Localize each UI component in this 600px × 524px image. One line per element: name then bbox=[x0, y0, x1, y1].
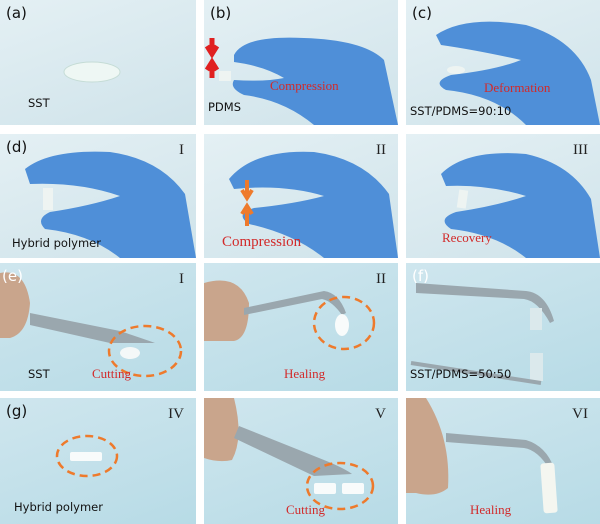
step-numeral: II bbox=[376, 142, 386, 158]
panel-label: (b) bbox=[210, 4, 232, 22]
scalpel-cutting-image bbox=[0, 272, 183, 378]
sst-droplet-image bbox=[63, 61, 121, 83]
panel-label: (g) bbox=[6, 402, 28, 420]
action-label: Compression bbox=[270, 78, 339, 93]
action-label: Cutting bbox=[92, 366, 132, 381]
arrow-down-icon bbox=[240, 180, 254, 202]
action-label: Deformation bbox=[484, 80, 551, 95]
panel-label: (c) bbox=[412, 4, 432, 22]
panel-label: (e) bbox=[2, 267, 23, 285]
panel-b: (b) Compression PDMS bbox=[204, 0, 398, 125]
scalpel-cutting-image bbox=[204, 398, 375, 511]
glove-image bbox=[441, 153, 600, 258]
caption: Hybrid polymer bbox=[14, 500, 103, 514]
step-numeral: I bbox=[179, 142, 184, 158]
panel-g-V: V Cutting bbox=[204, 398, 398, 524]
caption: SST bbox=[28, 96, 50, 110]
panel-g-VI: VI Healing bbox=[406, 398, 600, 524]
caption: Hybrid polymer bbox=[12, 236, 101, 250]
tweezers-healing-image bbox=[204, 280, 376, 351]
panel-d-I: (d) I Hybrid polymer bbox=[0, 134, 196, 258]
highlight-circle bbox=[305, 461, 375, 511]
action-label: Recovery bbox=[442, 230, 492, 245]
hybrid-polymer-sample-image bbox=[55, 434, 119, 478]
arrow-down-icon bbox=[204, 38, 220, 59]
highlight-circle bbox=[55, 434, 119, 478]
glove-image bbox=[436, 21, 600, 125]
action-label: Healing bbox=[284, 366, 326, 381]
glove-image bbox=[204, 37, 398, 125]
arrow-up-icon bbox=[240, 202, 254, 226]
panel-label: (d) bbox=[6, 138, 28, 156]
step-numeral: VI bbox=[572, 406, 588, 422]
panel-d-III: III Recovery bbox=[406, 134, 600, 258]
highlight-circle bbox=[107, 324, 183, 378]
step-numeral: IV bbox=[168, 406, 184, 422]
panel-a: (a) SST bbox=[0, 0, 196, 125]
tweezers-stretch-image bbox=[410, 283, 554, 385]
panel-f: (f) SST/PDMS=50:50 bbox=[406, 263, 600, 391]
caption: SST bbox=[28, 367, 50, 381]
tweezers-healing-image bbox=[406, 398, 558, 514]
glove-image bbox=[25, 151, 196, 258]
highlight-circle bbox=[312, 295, 376, 351]
action-label: Healing bbox=[470, 502, 512, 517]
action-label: Compression bbox=[222, 234, 302, 250]
panel-e-I: (e) I SST Cutting bbox=[0, 263, 196, 391]
step-numeral: V bbox=[375, 406, 386, 422]
glove-image bbox=[229, 151, 398, 258]
caption: PDMS bbox=[208, 100, 242, 114]
panel-label: (f) bbox=[412, 267, 429, 285]
step-numeral: III bbox=[573, 142, 588, 158]
panel-label: (a) bbox=[6, 4, 27, 22]
action-label: Cutting bbox=[286, 502, 326, 517]
caption: SST/PDMS=50:50 bbox=[410, 367, 512, 381]
arrow-up-icon bbox=[204, 57, 220, 78]
panel-c: (c) Deformation SST/PDMS=90:10 bbox=[406, 0, 600, 125]
panel-g-IV: (g) IV Hybrid polymer bbox=[0, 398, 196, 524]
panel-d-II: II Compression bbox=[204, 134, 398, 258]
panel-e-II: II Healing bbox=[204, 263, 398, 391]
step-numeral: II bbox=[376, 271, 386, 287]
step-numeral: I bbox=[179, 271, 184, 287]
caption: SST/PDMS=90:10 bbox=[410, 104, 512, 118]
